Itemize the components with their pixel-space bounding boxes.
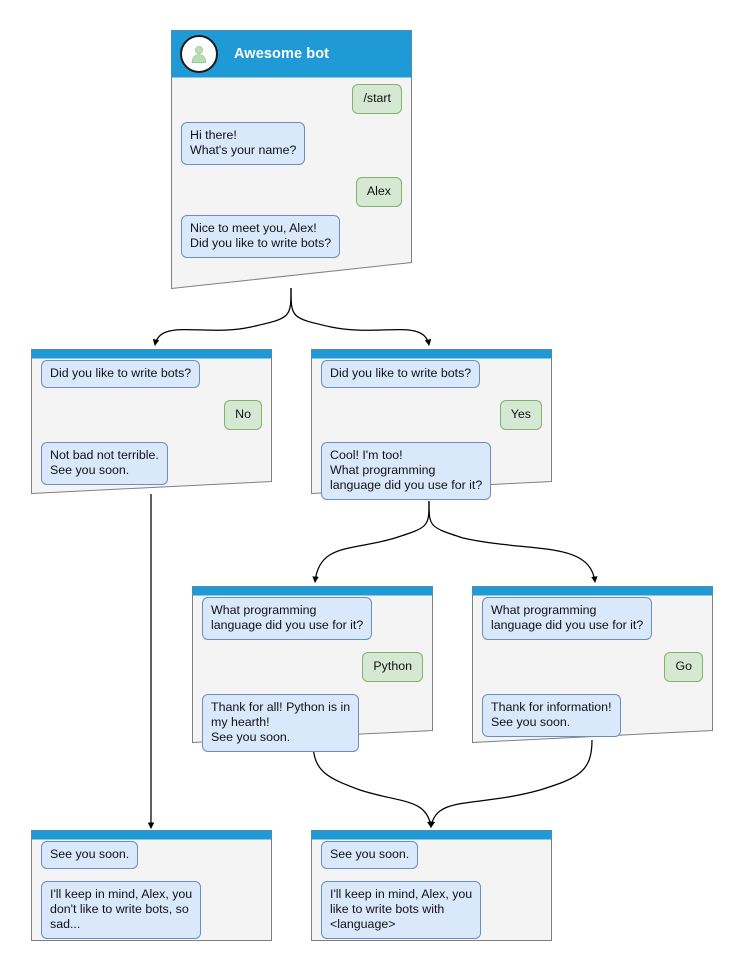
chat-node-no-branch[interactable]: Did you like to write bots? No Not bad n…	[31, 349, 272, 494]
edge-yes-to-go	[428, 500, 598, 583]
message-row: Alex	[181, 177, 402, 207]
root-titlebar: Awesome bot	[171, 30, 412, 78]
user-message-bubble[interactable]: Python	[362, 652, 423, 682]
message-row: Thank for information! See you soon.	[482, 694, 703, 737]
end-sad-message-list: See you soon. I'll keep in mind, Alex, y…	[31, 841, 272, 939]
message-row: What programming language did you use fo…	[202, 597, 423, 640]
chat-node-yes-branch[interactable]: Did you like to write bots? Yes Cool! I'…	[311, 349, 552, 500]
message-row: Yes	[321, 400, 542, 430]
user-message-bubble[interactable]: Go	[664, 652, 703, 682]
edge-python-to-end-happy	[312, 741, 434, 828]
bot-message-bubble[interactable]: Cool! I'm too! What programming language…	[321, 442, 492, 500]
yes-branch-message-list: Did you like to write bots? Yes Cool! I'…	[311, 360, 552, 500]
message-row: Thank for all! Python is in my hearth! S…	[202, 694, 423, 752]
edge-yes-to-python	[312, 500, 430, 583]
person-avatar-icon	[180, 35, 218, 73]
user-message-bubble[interactable]: /start	[352, 84, 402, 114]
bot-message-bubble[interactable]: What programming language did you use fo…	[202, 597, 373, 640]
user-message-bubble[interactable]: Alex	[355, 177, 402, 207]
chat-node-end-happy[interactable]: See you soon. I'll keep in mind, Alex, y…	[311, 830, 552, 941]
bot-message-bubble[interactable]: I'll keep in mind, Alex, you like to wri…	[321, 881, 482, 939]
message-row: Did you like to write bots?	[41, 360, 262, 388]
bot-message-bubble[interactable]: I'll keep in mind, Alex, you don't like …	[41, 881, 202, 939]
user-message-bubble[interactable]: Yes	[499, 400, 542, 430]
user-message-bubble[interactable]: No	[224, 400, 262, 430]
message-row: I'll keep in mind, Alex, you don't like …	[41, 881, 262, 939]
message-row: Python	[202, 652, 423, 682]
no-branch-message-list: Did you like to write bots? No Not bad n…	[31, 360, 272, 485]
message-row: See you soon.	[41, 841, 262, 869]
bot-message-bubble[interactable]: See you soon.	[41, 841, 139, 869]
bot-name-label: Awesome bot	[234, 46, 330, 62]
message-row: Did you like to write bots?	[321, 360, 542, 388]
go-branch-message-list: What programming language did you use fo…	[472, 597, 713, 737]
message-row: Nice to meet you, Alex! Did you like to …	[181, 215, 402, 258]
bot-message-bubble[interactable]: Thank for all! Python is in my hearth! S…	[202, 694, 360, 752]
message-row: No	[41, 400, 262, 430]
python-branch-message-list: What programming language did you use fo…	[192, 597, 433, 752]
message-row: I'll keep in mind, Alex, you like to wri…	[321, 881, 542, 939]
edge-root-to-no	[152, 287, 292, 346]
message-row: Go	[482, 652, 703, 682]
edge-go-to-end-happy	[428, 739, 593, 828]
message-row: What programming language did you use fo…	[482, 597, 703, 640]
bot-message-bubble[interactable]: Hi there! What's your name?	[181, 122, 306, 165]
root-message-list: /start Hi there! What's your name? Alex …	[171, 84, 412, 258]
message-row: Cool! I'm too! What programming language…	[321, 442, 542, 500]
bot-message-bubble[interactable]: Did you like to write bots?	[321, 360, 481, 388]
message-row: See you soon.	[321, 841, 542, 869]
chat-node-go-branch[interactable]: What programming language did you use fo…	[472, 586, 713, 743]
bot-message-bubble[interactable]: Did you like to write bots?	[41, 360, 201, 388]
chat-node-end-sad[interactable]: See you soon. I'll keep in mind, Alex, y…	[31, 830, 272, 941]
bot-message-bubble[interactable]: What programming language did you use fo…	[482, 597, 653, 640]
bot-message-bubble[interactable]: Thank for information! See you soon.	[482, 694, 621, 737]
end-happy-message-list: See you soon. I'll keep in mind, Alex, y…	[311, 841, 552, 939]
message-row: /start	[181, 84, 402, 114]
message-row: Hi there! What's your name?	[181, 122, 402, 165]
bot-message-bubble[interactable]: See you soon.	[321, 841, 419, 869]
chat-node-python-branch[interactable]: What programming language did you use fo…	[192, 586, 433, 752]
message-row: Not bad not terrible. See you soon.	[41, 442, 262, 485]
bot-message-bubble[interactable]: Nice to meet you, Alex! Did you like to …	[181, 215, 341, 258]
chat-node-root[interactable]: Awesome bot /start Hi there! What's your…	[171, 30, 412, 289]
edge-root-to-yes	[290, 287, 432, 346]
bot-message-bubble[interactable]: Not bad not terrible. See you soon.	[41, 442, 168, 485]
